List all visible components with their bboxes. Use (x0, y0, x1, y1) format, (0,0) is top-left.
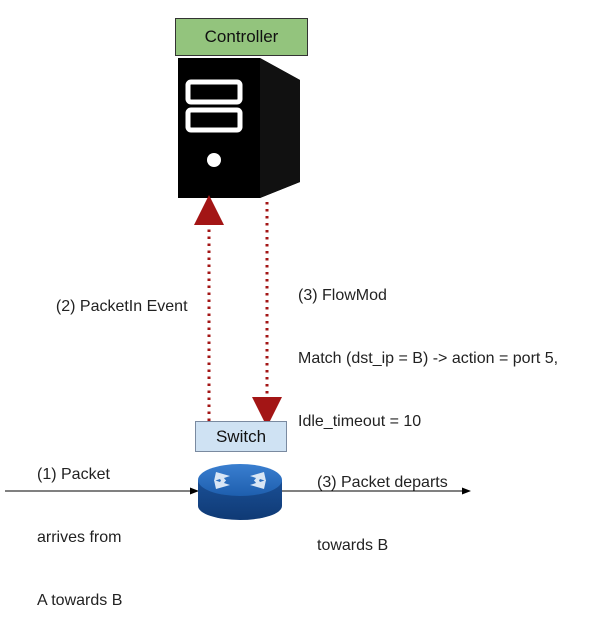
arrives-line-2: arrives from (37, 529, 122, 546)
packet-arrives-label: (1) Packet arrives from A towards B (37, 422, 122, 632)
router-icon (198, 464, 282, 520)
switch-box: Switch (195, 421, 287, 452)
arrives-line-3: A towards B (37, 592, 123, 609)
flowmod-line-1: (3) FlowMod (298, 287, 387, 304)
flowmod-line-3: Idle_timeout = 10 (298, 413, 422, 430)
packet-departs-label: (3) Packet departs towards B (317, 430, 448, 577)
departs-line-2: towards B (317, 537, 389, 554)
flowmod-label: (3) FlowMod Match (dst_ip = B) -> action… (298, 243, 558, 453)
diagram-canvas (5, 58, 471, 520)
controller-box: Controller (175, 18, 308, 56)
arrives-line-1: (1) Packet (37, 466, 110, 483)
departs-line-1: (3) Packet departs (317, 474, 448, 491)
switch-label: Switch (215, 426, 267, 446)
flowmod-line-2: Match (dst_ip = B) -> action = port 5, (298, 350, 559, 367)
server-tower-icon (178, 58, 300, 198)
controller-label: Controller (204, 27, 279, 46)
packet-in-label: (2) PacketIn Event (55, 298, 188, 315)
